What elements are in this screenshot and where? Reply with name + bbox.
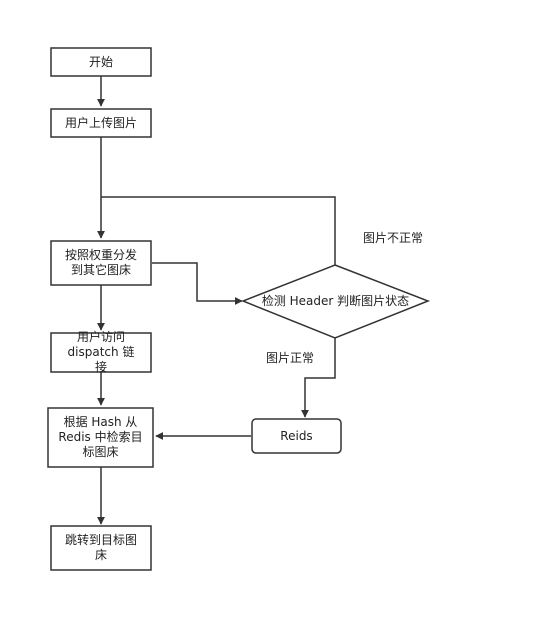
node-search-box: [47, 407, 154, 468]
node-upload-box: [50, 108, 152, 138]
node-distribute-box: [50, 240, 152, 286]
edge-label-abnormal: 图片不正常: [363, 231, 424, 245]
edge-check-loop-back: [101, 196, 336, 265]
edge-distribute-to-check: [152, 262, 243, 305]
edge-label-normal: 图片正常: [266, 351, 315, 365]
node-redis-box: [251, 418, 342, 454]
node-jump-box: [50, 525, 152, 571]
node-check-diamond: [240, 264, 431, 339]
edge-check-to-redis: [301, 338, 336, 418]
node-start-box: [50, 47, 152, 77]
node-visit-box: [50, 332, 152, 373]
